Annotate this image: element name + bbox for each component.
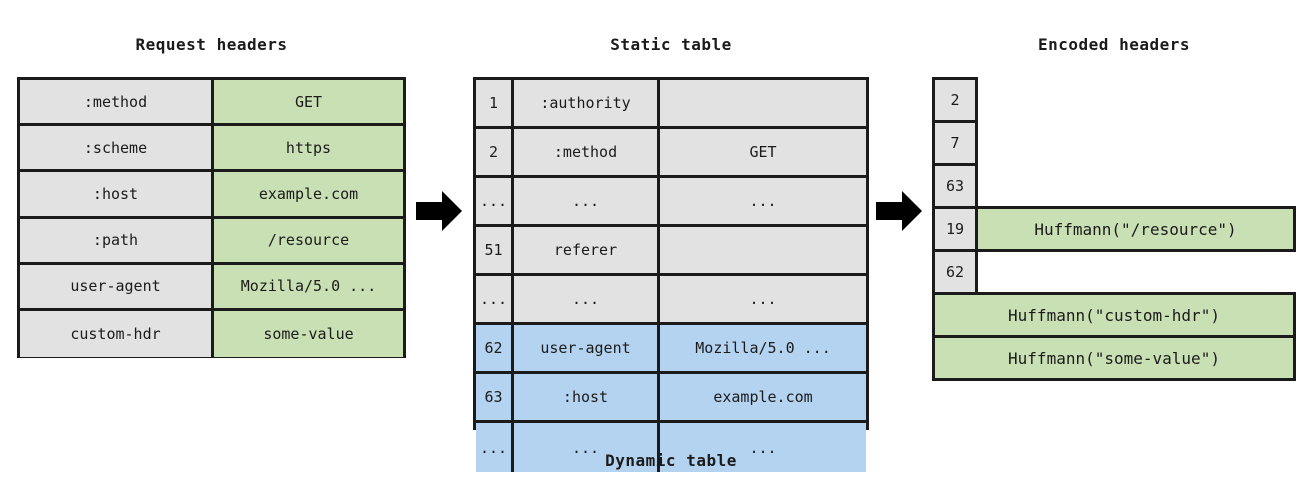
static-table-panel: Static table <box>473 35 869 59</box>
index-cell: ... <box>476 423 514 472</box>
index-cell: 63 <box>932 163 978 209</box>
header-name-cell: :method <box>20 80 214 124</box>
header-value-cell: /resource <box>214 218 403 262</box>
table-row: 2 :method GET <box>476 129 866 178</box>
header-value-cell: GET <box>660 129 866 175</box>
encoded-value-cell <box>978 120 1296 166</box>
header-name-cell: ... <box>514 178 660 224</box>
header-name-cell: user-agent <box>514 325 660 371</box>
table-row: 63 :host example.com <box>476 374 866 423</box>
static-dynamic-table: 1 :authority 2 :method GET ... ... ... 5… <box>473 77 869 472</box>
encoded-value-cell <box>978 77 1296 123</box>
encoded-headers-title: Encoded headers <box>1038 35 1190 54</box>
table-row: custom-hdr some-value <box>20 310 403 358</box>
table-row: ... ... ... <box>476 178 866 227</box>
header-value-cell: ... <box>660 276 866 322</box>
table-row: 51 referer <box>476 227 866 276</box>
request-headers-title: Request headers <box>135 35 288 54</box>
table-row: :path /resource <box>20 218 403 265</box>
table-row: :method GET <box>20 80 403 127</box>
table-row: :scheme https <box>20 126 403 173</box>
header-value-cell: https <box>214 126 403 170</box>
dynamic-table-title: Dynamic table <box>605 451 737 470</box>
table-row: 1 :authority <box>476 80 866 129</box>
index-cell: ... <box>476 178 514 224</box>
index-cell: 62 <box>932 249 978 295</box>
request-headers-panel: Request headers <box>17 35 406 365</box>
header-name-cell: :authority <box>514 80 660 126</box>
header-name-cell: ... <box>514 276 660 322</box>
header-value-cell: example.com <box>660 374 866 420</box>
header-value-cell: Mozilla/5.0 ... <box>660 325 866 371</box>
header-value-cell: Mozilla/5.0 ... <box>214 264 403 308</box>
header-value-cell: ... <box>660 423 866 472</box>
index-cell: 51 <box>476 227 514 273</box>
header-name-cell: custom-hdr <box>20 310 214 358</box>
header-name-cell: :method <box>514 129 660 175</box>
table-row: ... ... ... <box>476 276 866 325</box>
encoded-value-text: Huffmann("custom-hdr") <box>1008 305 1220 325</box>
encoded-value-cell <box>978 163 1296 209</box>
index-cell: 19 <box>932 206 978 252</box>
encoded-row: 2 <box>932 77 1296 123</box>
header-value-cell: ... <box>660 178 866 224</box>
encoded-value-cell <box>978 249 1296 295</box>
encoded-row: 62 <box>932 249 1296 295</box>
table-row: user-agent Mozilla/5.0 ... <box>20 264 403 311</box>
request-headers-table: :method GET :scheme https :host example.… <box>17 77 406 358</box>
encoded-value-cell: Huffmann("some-value") <box>932 335 1296 381</box>
index-cell: 2 <box>476 129 514 175</box>
encoded-headers-panel: Encoded headers <box>932 35 1296 59</box>
header-value-cell: example.com <box>214 172 403 216</box>
header-name-cell: :scheme <box>20 126 214 170</box>
index-cell: 7 <box>932 120 978 166</box>
header-name-cell: ... <box>514 423 660 472</box>
index-cell: 62 <box>476 325 514 371</box>
header-value-cell: GET <box>214 80 403 124</box>
dynamic-table-panel: Dynamic table <box>473 446 869 470</box>
index-cell: 63 <box>476 374 514 420</box>
encoded-row: 7 <box>932 120 1296 166</box>
header-name-cell: :host <box>20 172 214 216</box>
header-name-cell: :host <box>514 374 660 420</box>
arrow-right-icon <box>416 189 462 233</box>
encoded-row: 63 <box>932 163 1296 209</box>
arrow-right-icon <box>876 189 922 233</box>
encoded-value-cell: Huffmann("/resource") <box>975 206 1296 252</box>
header-value-cell <box>660 227 866 273</box>
encoded-value-text: Huffmann("some-value") <box>1008 348 1220 368</box>
header-name-cell: referer <box>514 227 660 273</box>
header-value-cell <box>660 80 866 126</box>
encoded-row: 19 Huffmann("/resource") <box>932 206 1296 252</box>
table-row: 62 user-agent Mozilla/5.0 ... <box>476 325 866 374</box>
table-row: ... ... ... <box>476 423 866 472</box>
index-cell: 2 <box>932 77 978 123</box>
table-row: :host example.com <box>20 172 403 219</box>
index-cell: ... <box>476 276 514 322</box>
index-cell: 1 <box>476 80 514 126</box>
header-name-cell: user-agent <box>20 264 214 308</box>
header-value-cell: some-value <box>214 310 403 358</box>
header-name-cell: :path <box>20 218 214 262</box>
encoded-headers-table: 2 7 63 19 Huffmann("/resource") 62 Huffm… <box>932 77 1296 395</box>
encoded-value-cell: Huffmann("custom-hdr") <box>932 292 1296 338</box>
static-table-title: Static table <box>610 35 732 54</box>
